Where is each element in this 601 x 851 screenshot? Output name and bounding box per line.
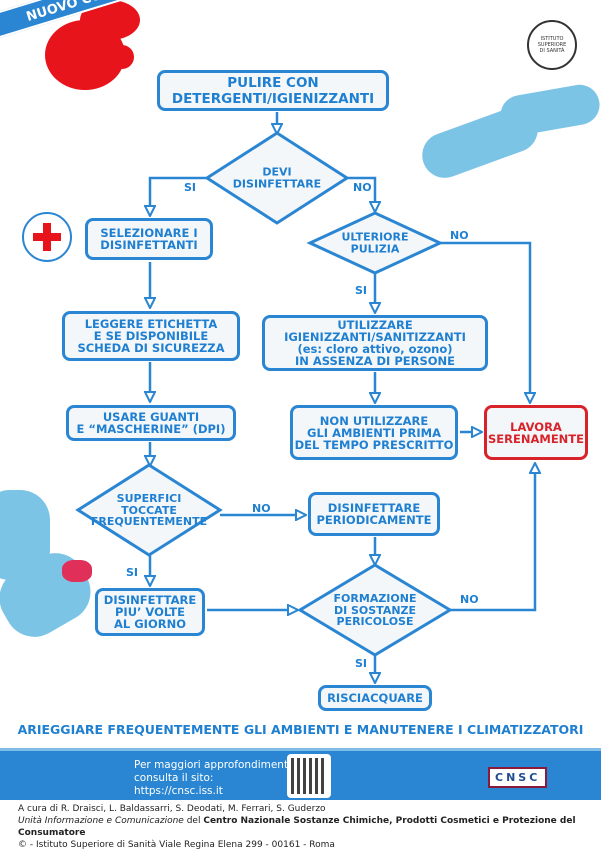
info-text: Per maggiori approfondimenti consulta il… <box>134 759 291 798</box>
footer-address: © - Istituto Superiore di Sanità Viale R… <box>18 840 335 850</box>
footer-unit-name: Unità Informazione e Comunicazione <box>18 816 184 826</box>
label-si: SI <box>126 566 139 579</box>
decision-diamond <box>297 563 453 657</box>
info-line-2: consulta il sito: <box>134 772 214 784</box>
footer-centre: Centro Nazionale Sostanze Chimiche, Prod… <box>18 816 576 838</box>
label-no: NO <box>252 502 271 515</box>
step-non-utilizzare: NON UTILIZZARE GLI AMBIENTI PRIMA DEL TE… <box>290 405 458 460</box>
decision-diamond <box>75 463 223 557</box>
arrow <box>150 176 212 216</box>
label-si: SI <box>355 657 368 670</box>
footer: A cura di R. Draisci, L. Baldassarri, S.… <box>18 803 601 851</box>
iss-seal-text: ISTITUTO SUPERIORE DI SANITÀ <box>537 36 567 54</box>
footer-del: del <box>183 816 204 826</box>
flow-connectors <box>75 112 601 720</box>
info-bar: Per maggiori approfondimenti consulta il… <box>0 748 601 800</box>
decision-devi-disinfettare: DEVI DISINFETTARE <box>232 165 322 190</box>
arrow <box>450 463 535 612</box>
decision-superfici: SUPERFICI TOCCATE FREQUENTEMENTE <box>90 491 208 528</box>
qr-code[interactable] <box>287 754 331 798</box>
step-disinfettare-piu-volte: DISINFETTARE PIU’ VOLTE AL GIORNO <box>95 588 205 636</box>
label-no: NO <box>450 229 469 242</box>
step-utilizzare: UTILIZZARE IGIENIZZANTI/SANITIZZANTI (es… <box>262 315 488 371</box>
decision-diamond <box>204 131 350 225</box>
label-si: SI <box>184 181 197 194</box>
arrow <box>440 241 530 403</box>
step-selezionare: SELEZIONARE I DISINFETTANTI <box>85 218 213 260</box>
info-url[interactable]: https://cnsc.iss.it <box>134 785 223 797</box>
cloth-icon <box>62 560 92 582</box>
label-no: NO <box>460 593 479 606</box>
cnsc-logo-text: CNSC <box>488 767 548 788</box>
label-no: NO <box>353 181 372 194</box>
footer-unit: Unità Informazione e Comunicazione del C… <box>18 815 601 839</box>
arrow <box>342 176 375 212</box>
step-usare-guanti: USARE GUANTI E “MASCHERINE” (DPI) <box>66 405 236 441</box>
ventilation-note: ARIEGGIARE FREQUENTEMENTE GLI AMBIENTI E… <box>17 722 584 737</box>
footer-authors: A cura di R. Draisci, L. Baldassarri, S.… <box>18 804 326 814</box>
pmc-logo <box>22 212 72 262</box>
step-disinfettare-periodicamente: DISINFETTARE PERIODICAMENTE <box>308 492 440 536</box>
cnsc-logo: CNSC <box>458 759 558 795</box>
decision-ulteriore-pulizia: ULTERIORE PULIZIA <box>341 230 409 255</box>
info-line-1: Per maggiori approfondimenti <box>134 759 291 771</box>
step-pulire: PULIRE CON DETERGENTI/IGIENIZZANTI <box>157 70 389 111</box>
label-si: SI <box>355 284 368 297</box>
decision-formazione: FORMAZIONE DI SOSTANZE PERICOLOSE <box>333 591 417 628</box>
iss-seal-logo: ISTITUTO SUPERIORE DI SANITÀ <box>527 20 577 70</box>
virus-splat <box>110 45 134 69</box>
step-leggere: LEGGERE ETICHETTA E SE DISPONIBILE SCHED… <box>62 311 240 361</box>
decision-diamond <box>306 211 444 275</box>
step-lavora-serenamente: LAVORA SERENAMENTE <box>484 405 588 460</box>
step-risciacquare: RISCIACQUARE <box>318 685 432 711</box>
